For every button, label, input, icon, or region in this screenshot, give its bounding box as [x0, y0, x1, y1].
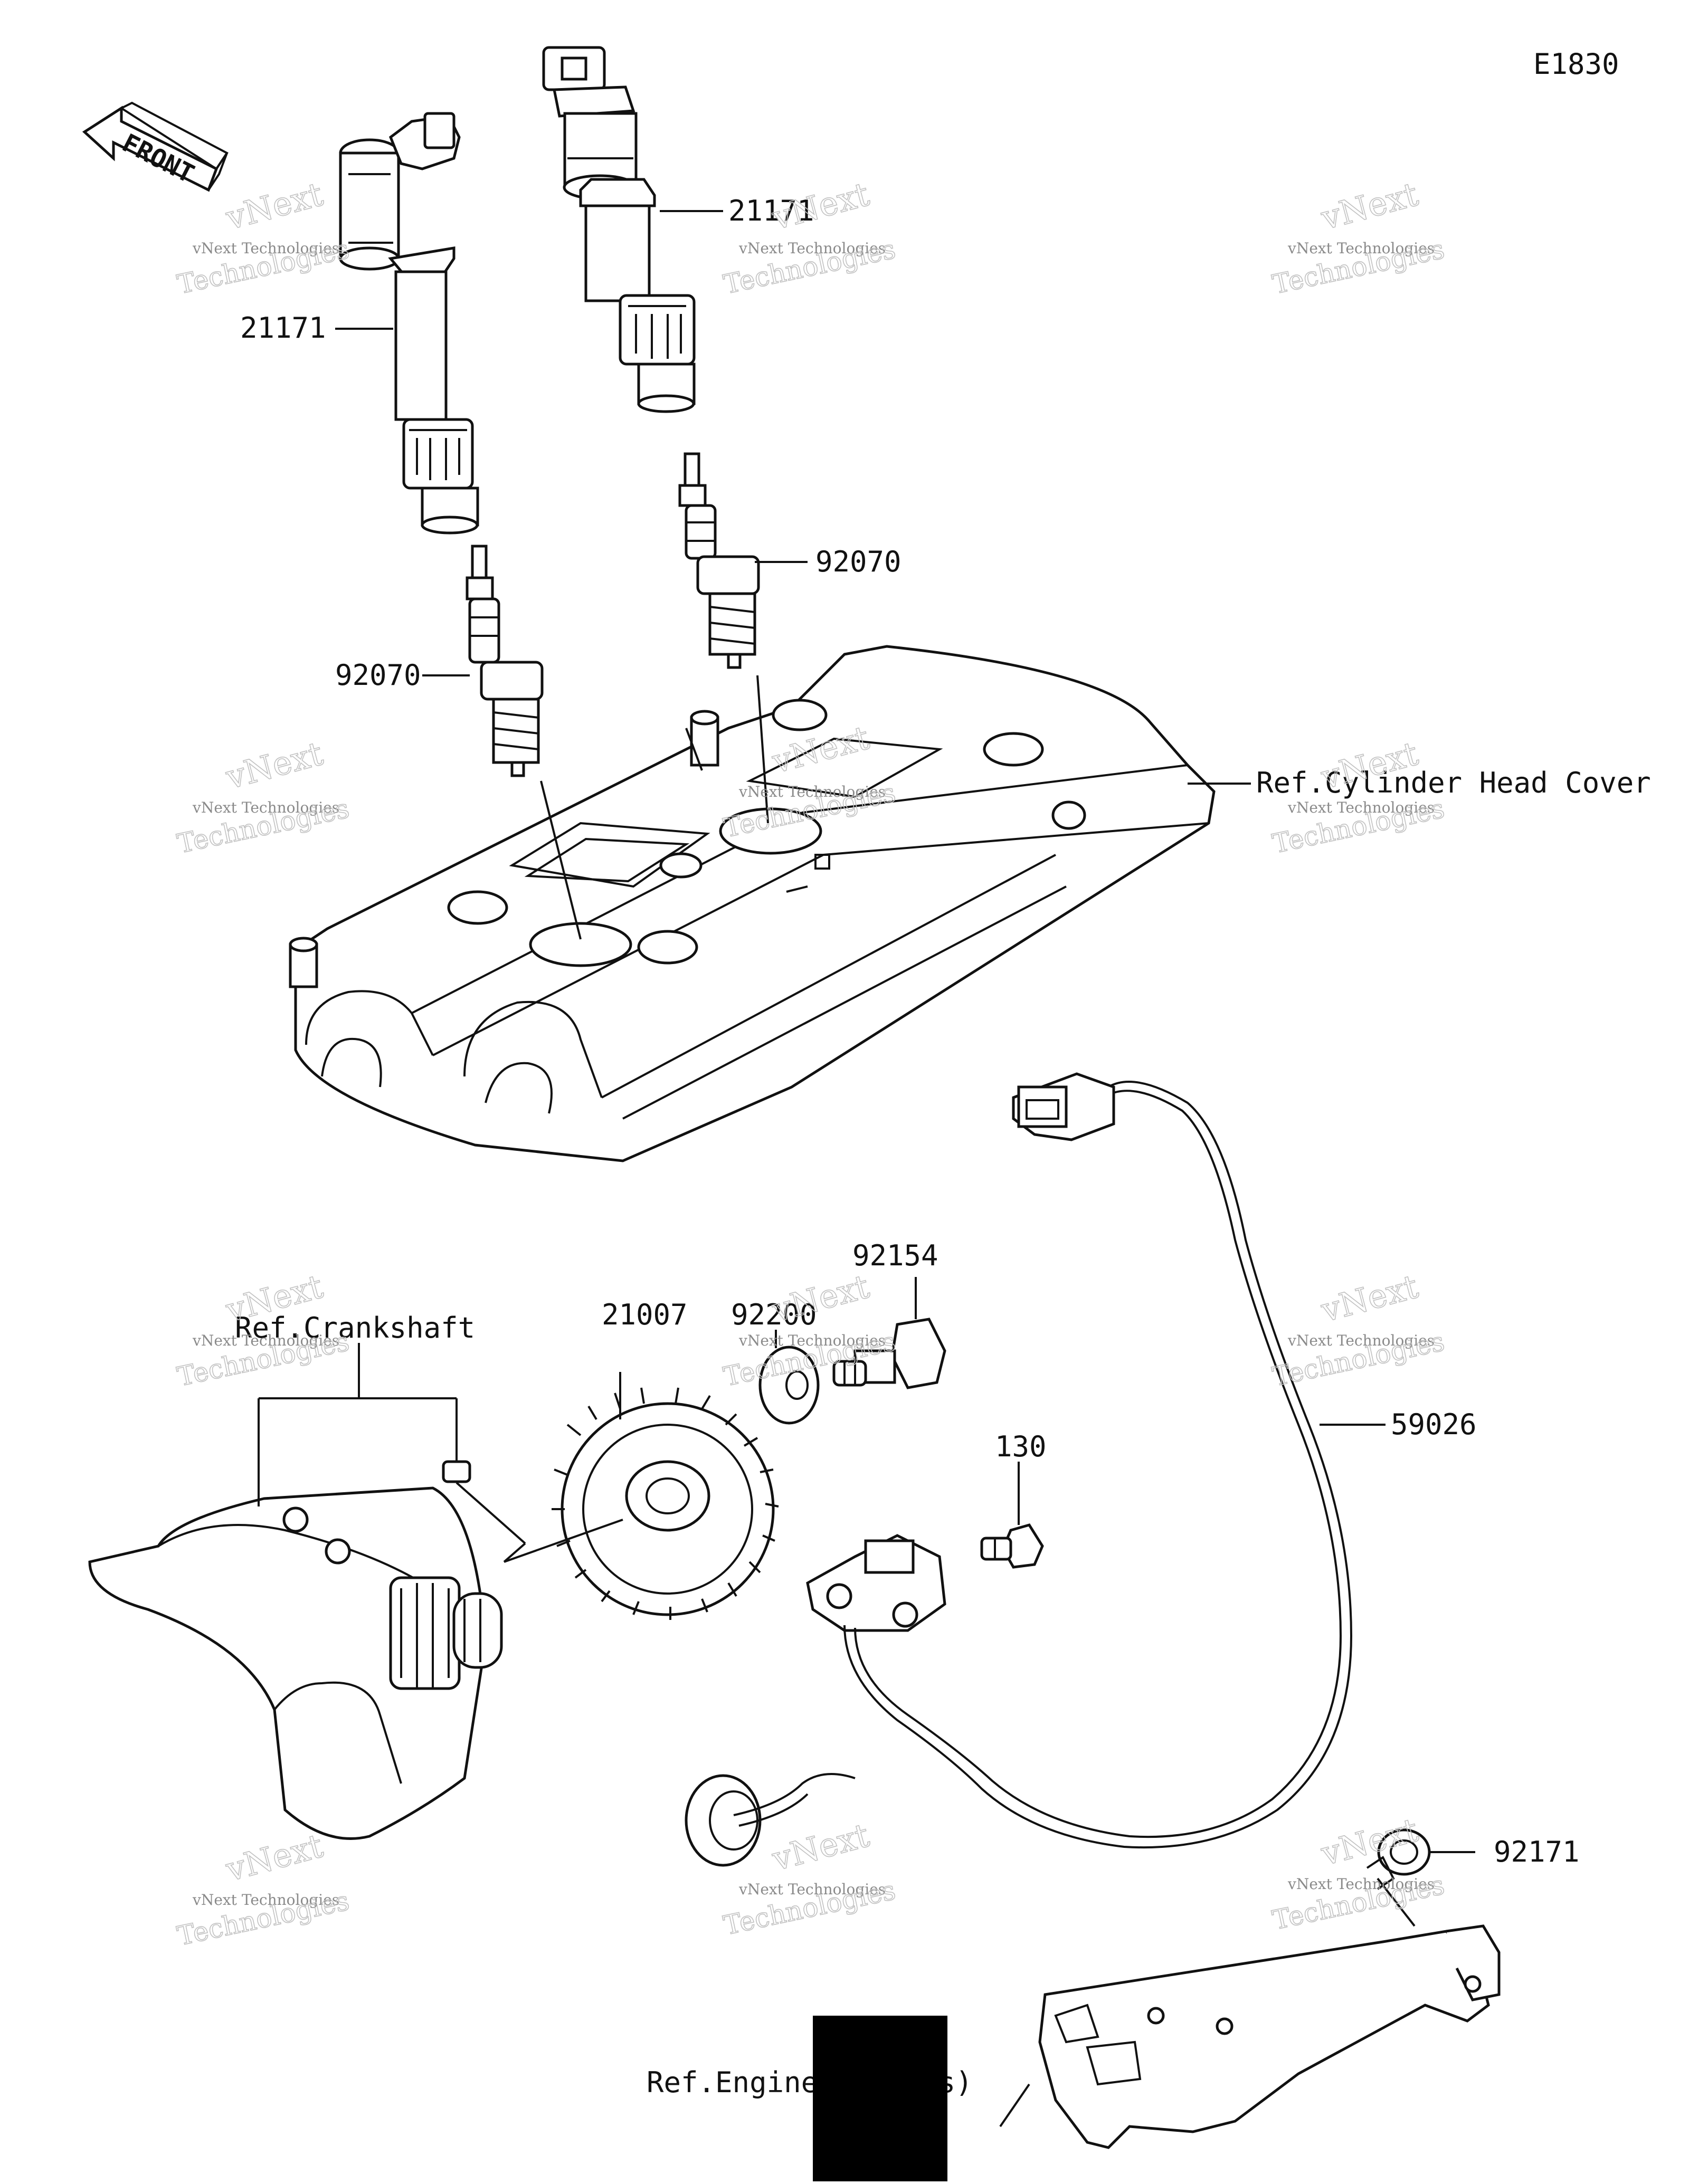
watermark-top-center: vNext vNext Technologies Technologies [720, 174, 898, 300]
redaction-block [813, 2016, 947, 2181]
svg-text:vNext Technologies: vNext Technologies [192, 240, 339, 257]
watermark-mid-left: vNext vNext Technologies Technologies [174, 733, 352, 860]
front-label: FRONT [118, 128, 199, 189]
svg-text:vNext: vNext [1317, 1267, 1422, 1330]
svg-text:vNext Technologies: vNext Technologies [192, 1332, 339, 1349]
callout-92070-left: 92070 [335, 659, 421, 692]
svg-text:vNext Technologies: vNext Technologies [1287, 1332, 1435, 1349]
crankshaft-leader [258, 1343, 526, 1563]
spark-plug-right [678, 452, 760, 669]
callout-92154: 92154 [852, 1239, 938, 1272]
svg-text:vNext: vNext [222, 1826, 327, 1889]
callout-21007: 21007 [602, 1298, 688, 1331]
callout-21171-left: 21171 [240, 311, 326, 345]
front-arrow-icon: FRONT [82, 101, 229, 192]
crank-sensor-harness [685, 1072, 1386, 1867]
callout-59026: 59026 [1391, 1408, 1477, 1441]
svg-text:vNext Technologies: vNext Technologies [1287, 1875, 1435, 1893]
watermark-mid-center: vNext vNext Technologies Technologies [720, 718, 898, 844]
ignition-coil-right [542, 46, 696, 413]
svg-text:vNext: vNext [768, 175, 873, 237]
svg-text:vNext Technologies: vNext Technologies [192, 1891, 339, 1909]
timing-rotor [504, 1372, 779, 1620]
svg-text:vNext: vNext [768, 1267, 873, 1330]
engine-cover-bracket [999, 1877, 1501, 2149]
svg-text:vNext: vNext [222, 175, 327, 237]
callout-ref-crankshaft: Ref.Crankshaft [235, 1311, 475, 1344]
ignition-coil-left [339, 112, 479, 535]
svg-text:vNext Technologies: vNext Technologies [738, 783, 886, 800]
bolt-130 [980, 1462, 1044, 1569]
leader-lines [335, 210, 1251, 940]
callout-92200: 92200 [731, 1298, 817, 1331]
svg-text:vNext Technologies: vNext Technologies [738, 1332, 886, 1349]
svg-text:vNext Technologies: vNext Technologies [192, 799, 339, 816]
washer [758, 1330, 820, 1425]
watermark-bottom-left: vNext vNext Technologies Technologies [174, 1826, 352, 1952]
callout-130: 130 [995, 1430, 1047, 1463]
watermark-top-right: vNext vNext Technologies Technologies [1269, 174, 1447, 300]
cylinder-head-cover [289, 645, 1216, 1162]
svg-text:vNext Technologies: vNext Technologies [1287, 240, 1435, 257]
svg-text:vNext: vNext [1317, 175, 1422, 237]
callout-21171-upper: 21171 [728, 194, 814, 227]
watermark-top-left: vNext vNext Technologies Technologies [174, 174, 352, 300]
callout-92070-right: 92070 [815, 545, 902, 578]
svg-text:vNext: vNext [222, 734, 327, 797]
bolt-92154 [832, 1277, 946, 1389]
svg-text:vNext Technologies: vNext Technologies [738, 240, 886, 257]
crankshaft-assembly [88, 1460, 503, 1840]
callout-92171: 92171 [1494, 1835, 1580, 1868]
diagram-code: E1830 [1533, 47, 1619, 81]
svg-text:vNext Technologies: vNext Technologies [1287, 799, 1435, 816]
clamp [1366, 1828, 1475, 1890]
spark-plug-left [466, 545, 544, 777]
watermark-lower-right: vNext vNext Technologies Technologies [1269, 1266, 1447, 1393]
callout-ref-head-cover: Ref.Cylinder Head Cover [1256, 766, 1651, 799]
watermark-bottom-right: vNext vNext Technologies Technologies [1269, 1810, 1447, 1936]
svg-text:vNext: vNext [768, 1816, 873, 1878]
svg-text:vNext Technologies: vNext Technologies [738, 1881, 886, 1898]
